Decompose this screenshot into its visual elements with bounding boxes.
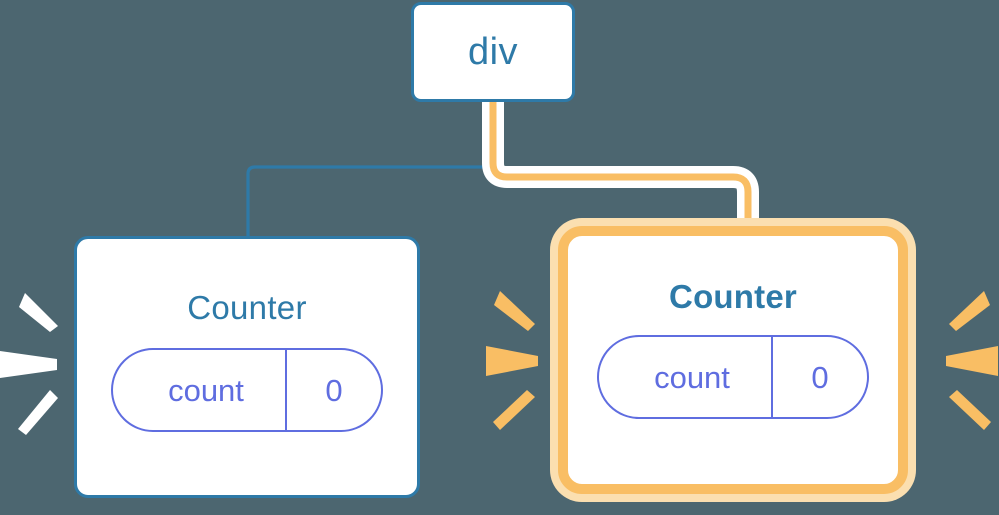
rays-right-box-left-side [486, 291, 538, 430]
ray-icon [946, 346, 998, 376]
node-counter-left[interactable]: Counter count 0 [74, 236, 420, 498]
node-counter-left-title: Counter [187, 289, 307, 326]
node-div-label: div [467, 31, 519, 73]
state-key: count [654, 359, 730, 395]
ray-icon [949, 291, 990, 331]
state-pill-counter-left: count 0 [111, 348, 383, 432]
node-div[interactable]: div [411, 2, 575, 102]
node-counter-right-title: Counter [669, 278, 797, 315]
ray-icon [949, 390, 991, 430]
ray-icon [493, 390, 535, 430]
rays-right-outer [946, 291, 998, 430]
rays-left-outer [0, 293, 58, 435]
state-value: 0 [771, 337, 867, 417]
ray-icon [494, 291, 535, 331]
ray-icon [486, 346, 538, 376]
ray-icon [19, 293, 58, 332]
state-key: count [168, 372, 244, 408]
ray-icon [0, 351, 57, 378]
state-value: 0 [285, 350, 381, 430]
edge-div-to-counter-right [489, 101, 752, 232]
state-pill-counter-right: count 0 [597, 335, 869, 419]
edge-div-to-counter-right-casing [482, 101, 759, 232]
node-counter-right[interactable]: Counter count 0 [558, 226, 908, 494]
edge-div-to-counter-left [246, 99, 495, 240]
ray-icon [18, 390, 58, 435]
